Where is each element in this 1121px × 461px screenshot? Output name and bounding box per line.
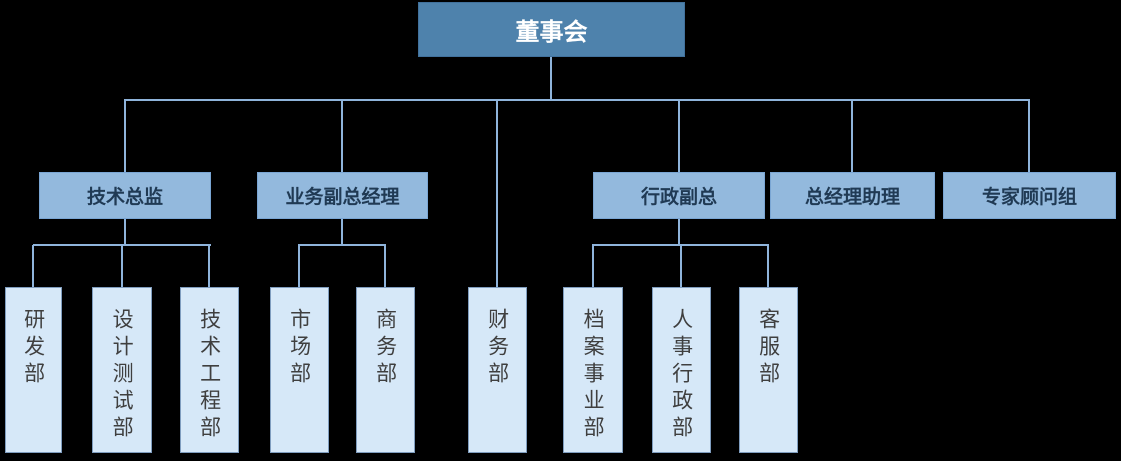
org-node-gm-assistant[interactable]: 总经理助理 (770, 172, 935, 219)
connector-drop-engineering (208, 245, 210, 287)
org-node-finance-dept[interactable]: 财务部 (468, 287, 527, 453)
connector-admin-stem (678, 219, 680, 245)
connector-drop-tech-director (124, 100, 126, 172)
org-node-hr-admin-dept[interactable]: 人事行政部 (652, 287, 711, 453)
org-node-business-vp-label: 业务副总经理 (285, 186, 400, 208)
org-node-tech-director[interactable]: 技术总监 (39, 172, 211, 219)
org-node-marketing-dept[interactable]: 市场部 (270, 287, 329, 453)
connector-tech-stem (124, 219, 126, 245)
connector-root-stem (550, 57, 552, 100)
org-node-admin-vp-label: 行政副总 (640, 186, 717, 208)
connector-drop-hr-admin (680, 245, 682, 287)
connector-business-stem (341, 219, 343, 245)
org-node-design-test-dept[interactable]: 设计测试部 (92, 287, 152, 453)
connector-drop-marketing (298, 245, 300, 287)
org-node-marketing-dept-label: 市场部 (287, 308, 312, 389)
connector-drop-expert-group (1028, 100, 1030, 172)
org-node-engineering-dept-label: 技术工程部 (197, 308, 222, 443)
connector-drop-rd (32, 245, 34, 287)
connector-drop-service (767, 245, 769, 287)
connector-drop-gm-assistant (851, 100, 853, 172)
org-node-service-dept-label: 客服部 (756, 308, 781, 389)
org-node-design-test-dept-label: 设计测试部 (110, 308, 135, 443)
org-node-tech-director-label: 技术总监 (86, 186, 163, 208)
org-node-engineering-dept[interactable]: 技术工程部 (180, 287, 239, 453)
org-node-finance-dept-label: 财务部 (485, 308, 510, 389)
org-node-business-vp[interactable]: 业务副总经理 (257, 172, 428, 219)
org-node-gm-assistant-label: 总经理助理 (804, 186, 900, 208)
connector-drop-commerce (384, 245, 386, 287)
connector-business-rail (298, 244, 386, 246)
org-node-board-label: 董事会 (515, 18, 588, 46)
connector-drop-finance (496, 100, 498, 287)
connector-drop-admin-vp (678, 100, 680, 172)
org-node-commerce-dept[interactable]: 商务部 (356, 287, 415, 453)
org-node-hr-admin-dept-label: 人事行政部 (669, 308, 694, 443)
org-node-expert-group[interactable]: 专家顾问组 (943, 172, 1116, 219)
connector-drop-archives (592, 245, 594, 287)
org-node-archives-dept[interactable]: 档案事业部 (563, 287, 623, 453)
org-node-service-dept[interactable]: 客服部 (739, 287, 798, 453)
connector-top-rail (124, 99, 1030, 101)
org-node-rd-dept-label: 研发部 (21, 308, 46, 389)
org-node-admin-vp[interactable]: 行政副总 (593, 172, 765, 219)
org-node-archives-dept-label: 档案事业部 (581, 308, 606, 443)
connector-drop-design-test (121, 245, 123, 287)
org-node-expert-group-label: 专家顾问组 (981, 186, 1077, 208)
org-node-rd-dept[interactable]: 研发部 (5, 287, 62, 453)
connector-drop-business-vp (341, 100, 343, 172)
org-node-commerce-dept-label: 商务部 (373, 308, 398, 389)
org-node-board[interactable]: 董事会 (418, 2, 685, 57)
